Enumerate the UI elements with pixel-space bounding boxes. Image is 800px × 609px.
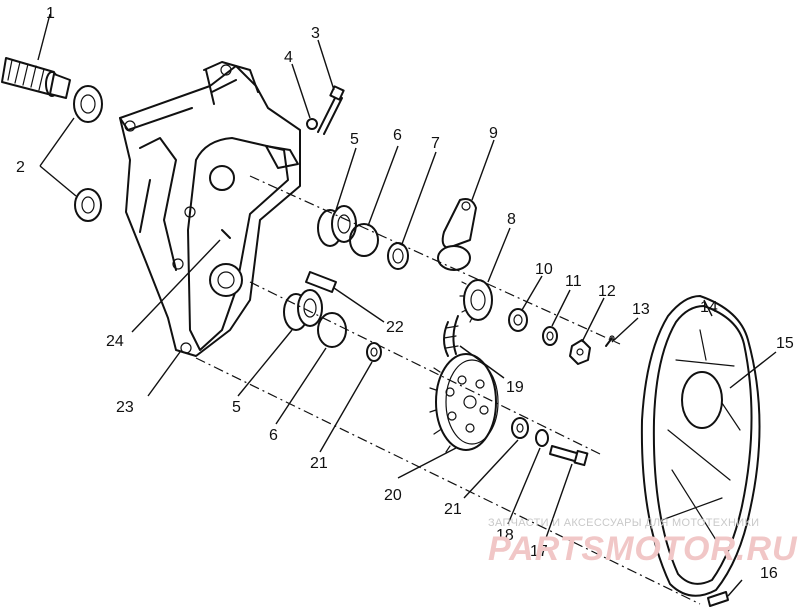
callout-label: 9 <box>489 125 498 142</box>
chaincase-cover-part <box>640 295 761 597</box>
cover-bolt-part <box>707 591 729 607</box>
callout-label: 21 <box>310 455 328 472</box>
callout-label: 1 <box>46 5 55 22</box>
lock-washer-part <box>535 429 549 447</box>
callout-label: 18 <box>496 527 514 544</box>
callout-label: 7 <box>431 135 440 152</box>
dowel-pin-part <box>305 271 337 293</box>
watermark-tagline: ЗАПЧАСТИ И АКСЕССУАРЫ ДЛЯ МОТОТЕХНИКИ <box>488 517 759 529</box>
callout-label: 13 <box>632 301 650 318</box>
callout-label: 11 <box>565 273 582 290</box>
washer-part <box>508 308 528 332</box>
callout-label: 16 <box>760 565 778 582</box>
alignment-lines <box>195 175 701 605</box>
callout-labels: 1 2 3 4 5 6 7 9 8 10 11 12 13 14 15 24 2… <box>16 5 794 582</box>
thrust-washer-part <box>366 342 529 439</box>
o-ring-part <box>317 223 379 348</box>
seal-ring-part <box>387 242 409 270</box>
callout-label: 5 <box>350 131 359 148</box>
callout-label: 23 <box>116 399 134 416</box>
hex-nut-part <box>569 339 591 365</box>
spacer-part <box>542 326 558 346</box>
callout-label: 6 <box>269 427 278 444</box>
watermark: ЗАПЧАСТИ И АКСЕССУАРЫ ДЛЯ МОТОТЕХНИКИ PA… <box>488 517 798 568</box>
bolt-part <box>317 85 345 135</box>
callout-label: 8 <box>507 211 516 228</box>
callout-label: 5 <box>232 399 241 416</box>
callout-label: 15 <box>776 335 794 352</box>
cotter-pin-part <box>605 335 615 347</box>
bearing-part <box>283 205 357 331</box>
callout-label: 19 <box>506 379 524 396</box>
chaincase-housing <box>119 61 301 357</box>
lower-sprocket-part <box>429 353 499 453</box>
seal-part <box>73 85 103 222</box>
callout-label: 3 <box>311 25 320 42</box>
leader-lines <box>37 13 777 597</box>
callout-label: 2 <box>16 159 25 176</box>
callout-label: 17 <box>530 543 548 560</box>
drive-chain-part <box>443 315 459 357</box>
splined-shaft-part <box>1 57 71 99</box>
callout-label: 12 <box>598 283 616 300</box>
callout-label: 20 <box>384 487 402 504</box>
callout-label: 6 <box>393 127 402 144</box>
stud-part <box>221 229 231 239</box>
callout-label: 22 <box>386 319 404 336</box>
callout-label: 4 <box>284 49 293 66</box>
callout-label: 10 <box>535 261 553 278</box>
watermark-brand: PARTSMOTOR.RU <box>488 530 798 568</box>
nut-part <box>306 118 318 130</box>
callout-label: 24 <box>106 333 124 350</box>
callout-label: 14 <box>700 299 718 316</box>
tensioner-arm-part <box>437 198 477 271</box>
callout-label: 21 <box>444 501 462 518</box>
cap-screw-part <box>549 445 589 467</box>
upper-sprocket-part <box>459 279 493 323</box>
